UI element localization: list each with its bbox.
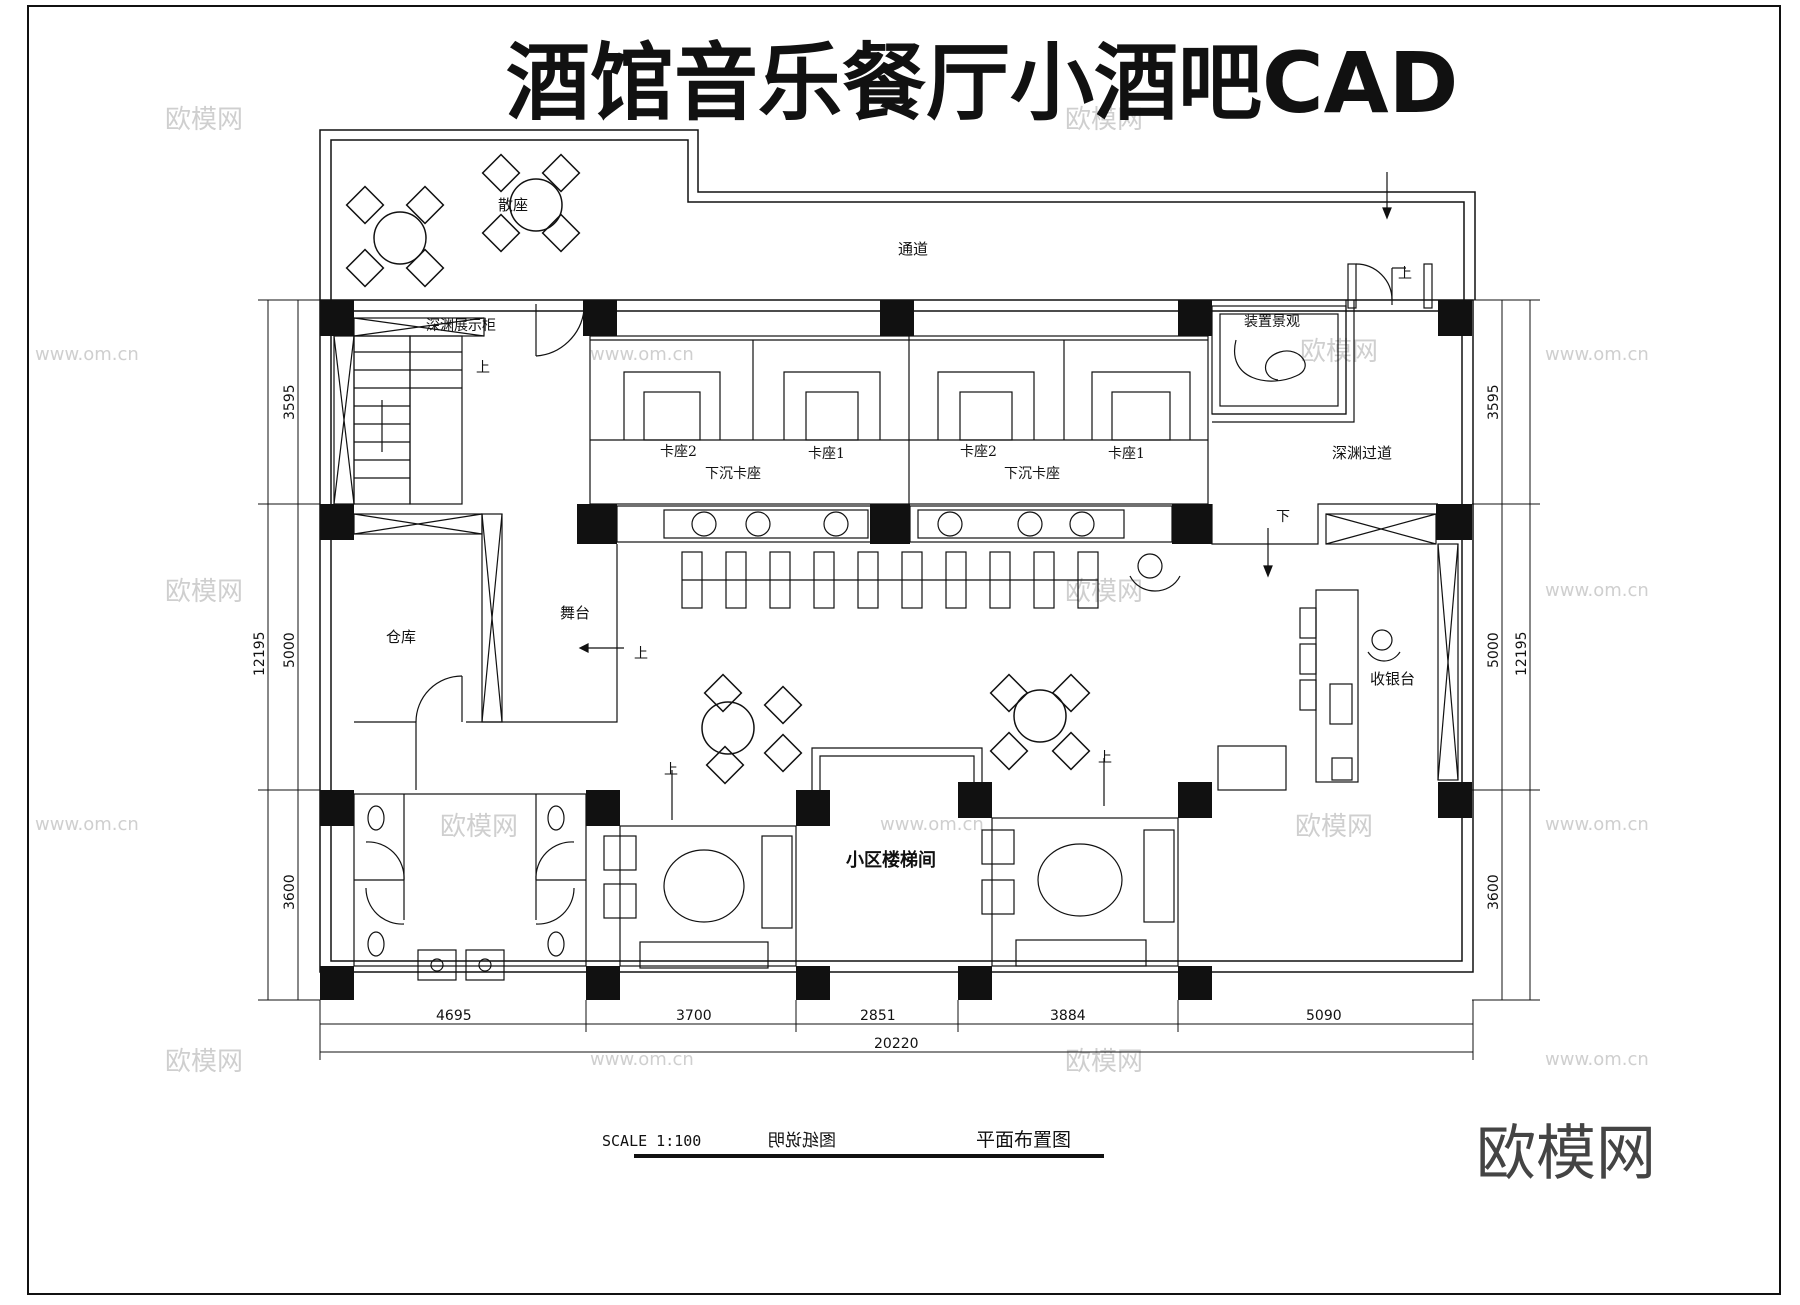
- label-down: 下: [1276, 509, 1290, 525]
- bartender-figure: [1129, 553, 1181, 592]
- dim-right-3: 3600: [1486, 874, 1502, 910]
- stage-arrow: [578, 643, 624, 653]
- terrace-walls: [319, 129, 1476, 300]
- watermark-url: www.om.cn: [1545, 1049, 1649, 1070]
- label-booth1-b: 卡座1: [1108, 446, 1145, 462]
- dim-bottom-2: 3700: [676, 1008, 712, 1024]
- watermark-brand: 欧模网: [1300, 337, 1378, 367]
- label-up-entry: 上: [1398, 266, 1412, 282]
- entry-door: [1347, 263, 1433, 309]
- watermark-url: www.om.cn: [1545, 344, 1649, 365]
- bar-tap-circles: [691, 511, 1095, 537]
- stairwell-walls: [811, 747, 983, 790]
- label-up-left: 上: [664, 762, 678, 778]
- label-corridor: 通道: [898, 240, 928, 258]
- lounge-room-left: [603, 825, 797, 969]
- dim-bottom-3: 2851: [860, 1008, 896, 1024]
- label-display-cabinet: 深渊展示柜: [426, 318, 496, 334]
- watermark-layer: 欧模网 欧模网 欧模网 欧模网 欧模网 欧模网 欧模网 欧模网 欧模网 www.…: [35, 105, 1649, 1077]
- label-sunken-a: 下沉卡座: [705, 466, 761, 482]
- watermark-brand: 欧模网: [165, 105, 243, 135]
- warehouse-walls: [353, 513, 618, 790]
- label-abyss-passage: 深渊过道: [1332, 444, 1392, 462]
- label-booth2-b: 卡座2: [960, 444, 997, 460]
- dim-left-2: 5000: [282, 632, 298, 668]
- dimension-lines-left: [258, 299, 320, 1001]
- label-up-stage: 上: [634, 646, 648, 662]
- watermark-url: www.om.cn: [35, 814, 139, 835]
- bar-counter: [616, 505, 1173, 543]
- scatter-table-left: [345, 185, 445, 288]
- label-sunken-b: 下沉卡座: [1004, 466, 1060, 482]
- dim-right-2: 5000: [1486, 632, 1502, 668]
- watermark-url: www.om.cn: [1545, 580, 1649, 601]
- label-up-stairs: 上: [476, 360, 490, 376]
- watermark-brand: 欧模网: [1065, 105, 1143, 135]
- watermark-url: www.om.cn: [590, 1049, 694, 1070]
- watermark-url: www.om.cn: [590, 344, 694, 365]
- staircase: [353, 335, 463, 505]
- drawing-title: 酒馆音乐餐厅小酒吧CAD: [506, 34, 1458, 132]
- watermark-brand: 欧模网: [165, 1047, 243, 1077]
- dim-bottom-total: 20220: [874, 1036, 919, 1052]
- dimension-lines-bottom: [319, 1000, 1474, 1060]
- down-arrow: [1263, 528, 1273, 578]
- watermark-brand: 欧模网: [1065, 577, 1143, 607]
- label-booth2-a: 卡座2: [660, 444, 697, 460]
- label-stairwell: 小区楼梯间: [846, 849, 936, 871]
- watermark-url: www.om.cn: [880, 814, 984, 835]
- dining-table-left: [701, 673, 803, 785]
- brand-logo-text: 欧模网: [1476, 1119, 1656, 1189]
- structural-columns: [320, 300, 1472, 1000]
- scale-label: SCALE 1:100: [602, 1132, 701, 1150]
- dim-bottom-1: 4695: [436, 1008, 472, 1024]
- label-warehouse: 仓库: [386, 628, 416, 646]
- dim-left-total: 12195: [252, 631, 268, 676]
- label-booth1-a: 卡座1: [808, 446, 845, 462]
- label-installation: 装置景观: [1244, 314, 1300, 330]
- sunken-booths: [589, 335, 1209, 505]
- dim-right-1: 3595: [1486, 384, 1502, 420]
- bar-stools: [681, 551, 1099, 609]
- watermark-brand: 欧模网: [1295, 812, 1373, 842]
- watermark-brand: 欧模网: [165, 577, 243, 607]
- label-scatter-seats: 散座: [498, 196, 528, 214]
- drawing-name: 平面布置图: [976, 1129, 1071, 1151]
- cashier-counter: [1217, 513, 1459, 791]
- label-cashier: 收银台: [1370, 670, 1415, 688]
- stair-door: [535, 304, 585, 357]
- dim-left-3: 3600: [282, 874, 298, 910]
- dim-left-1: 3595: [282, 384, 298, 420]
- dim-bottom-4: 3884: [1050, 1008, 1086, 1024]
- scatter-table-right: [481, 153, 581, 253]
- lounge-room-right: [981, 817, 1179, 967]
- watermark-url: www.om.cn: [35, 344, 139, 365]
- dim-right-total: 12195: [1514, 631, 1530, 676]
- label-up-right: 上: [1098, 750, 1112, 766]
- mirror-label: 图纸说明: [768, 1131, 836, 1151]
- step-up-markers: [671, 758, 1105, 820]
- watermark-url: www.om.cn: [1545, 814, 1649, 835]
- drawing-frame: [27, 5, 1781, 1295]
- dining-table-right: [989, 673, 1091, 771]
- restroom-block: [353, 793, 587, 981]
- dimension-lines-right: [1472, 299, 1540, 1001]
- watermark-brand: 欧模网: [440, 812, 518, 842]
- dim-bottom-5: 5090: [1306, 1008, 1342, 1024]
- abyss-passage-walls: [1211, 300, 1438, 545]
- label-stage: 舞台: [560, 604, 590, 622]
